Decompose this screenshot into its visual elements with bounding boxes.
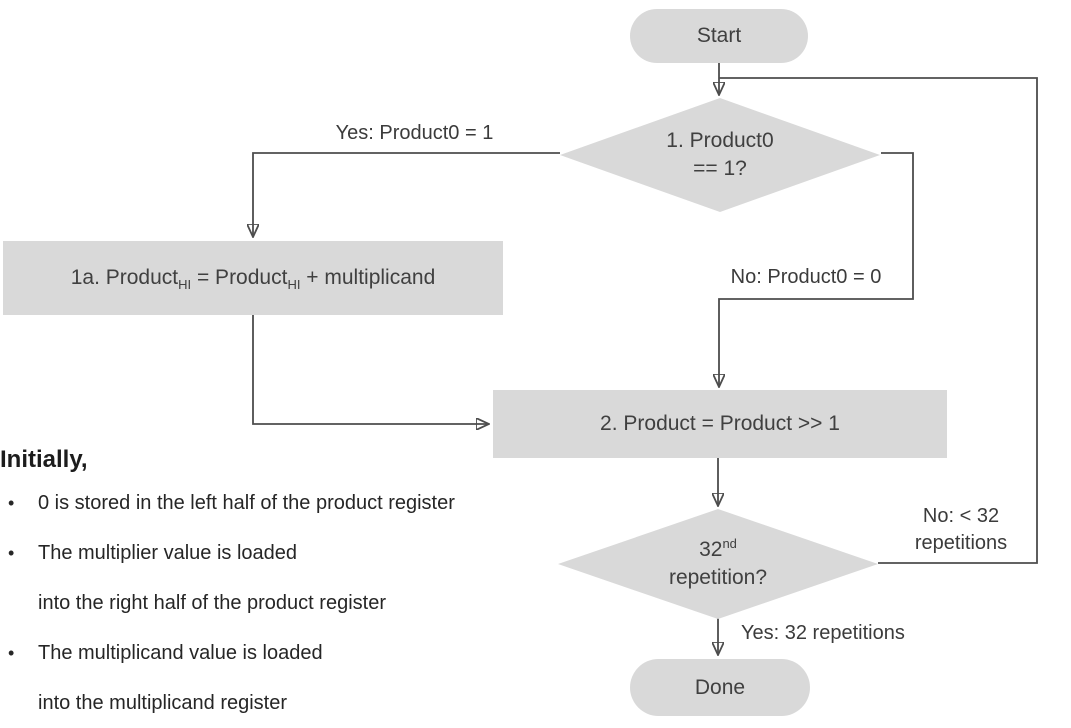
- decision2-line2: repetition?: [668, 566, 768, 589]
- bullet-3-line-1: The multiplicand value is loaded: [38, 642, 323, 664]
- edge-decision1-yes-line: [253, 152, 560, 236]
- box1a-part-prefix: 1a. Product: [70, 266, 179, 289]
- process-box-2: 2. Product = Product >> 1: [493, 390, 947, 458]
- done-label: Done: [694, 675, 746, 699]
- bullet-3-line-2: into the multiplicand register: [38, 692, 288, 714]
- bullet-dot-1: •: [8, 493, 15, 513]
- bullet-1-line-1: 0 is stored in the left half of the prod…: [38, 492, 455, 514]
- bullet-item-2: • The multiplier value is loaded into th…: [0, 528, 575, 628]
- box1a-part-suffix: + multiplicand: [300, 266, 436, 289]
- bullet-2-line-2: into the right half of the product regis…: [38, 592, 386, 614]
- decision1-line2: == 1?: [693, 157, 747, 180]
- edge-label-no2: No: < 32 repetitions: [898, 503, 1024, 557]
- edge-loopback-line: [719, 77, 1038, 564]
- decision2-line1: 32nd: [699, 536, 737, 564]
- process-box-1a-text: 1a. ProductHI = ProductHI + multiplicand: [71, 264, 436, 292]
- bullet-dot-2: •: [8, 543, 15, 563]
- done-terminator: Done: [630, 659, 810, 716]
- box1a-sub-hi-1: HI: [178, 277, 192, 292]
- edge-decision1-no-line: [719, 152, 914, 386]
- edge-label-yes1: Yes: Product0 = 1: [335, 122, 494, 144]
- bullet-item-3: • The multiplicand value is loaded into …: [0, 628, 575, 728]
- edge-label-yes2: Yes: 32 repetitions: [741, 622, 905, 644]
- edge-label-no2-line1: No: < 32: [922, 505, 1000, 527]
- start-terminator: Start: [630, 9, 808, 63]
- box1a-part-mid: = Product: [191, 266, 288, 289]
- process-box-1a: 1a. ProductHI = ProductHI + multiplicand: [3, 241, 503, 315]
- edge-label-no2-line2: repetitions: [914, 532, 1008, 554]
- decision2-number: 32: [699, 538, 723, 561]
- process-box-2-text: 2. Product = Product >> 1: [600, 412, 840, 435]
- initial-conditions-notes: Initially, • 0 is stored in the left hal…: [0, 444, 575, 728]
- decision2-ordinal: nd: [722, 536, 737, 551]
- decision1-line1: 1. Product0: [666, 129, 774, 152]
- start-label: Start: [696, 24, 742, 47]
- bullet-2-line-1: The multiplier value is loaded: [38, 542, 298, 564]
- box1a-sub-hi-2: HI: [287, 277, 301, 292]
- edge-box1a-to-box2: [252, 315, 488, 424]
- bullet-dot-3: •: [8, 643, 15, 663]
- bullet-item-1: • 0 is stored in the left half of the pr…: [0, 478, 575, 528]
- notes-heading: Initially,: [0, 446, 88, 473]
- notes-bullet-list: • 0 is stored in the left half of the pr…: [0, 478, 575, 728]
- edge-label-no1: No: Product0 = 0: [730, 266, 882, 288]
